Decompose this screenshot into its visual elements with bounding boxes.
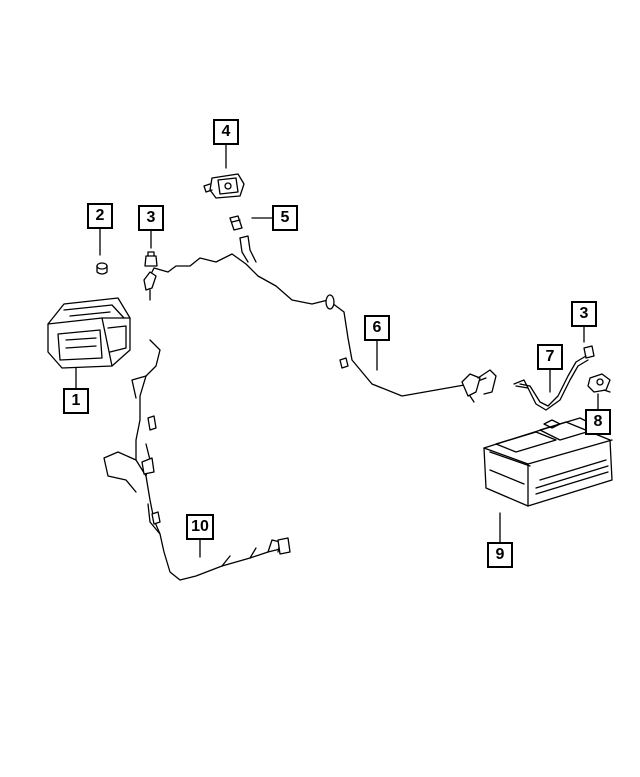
callout-5: 5	[272, 205, 298, 231]
harness-part	[104, 340, 290, 580]
callout-3: 3	[571, 301, 597, 327]
connector-part	[230, 216, 242, 230]
clip-part-right	[584, 346, 594, 358]
callout-2: 2	[87, 203, 113, 229]
sensor-part	[204, 174, 244, 198]
battery-cable-part	[514, 356, 588, 410]
callout-8: 8	[585, 409, 611, 435]
battery-part	[484, 418, 612, 506]
callout-4: 4	[213, 119, 239, 145]
clip-part-left	[145, 252, 157, 266]
grommet-part	[97, 263, 107, 274]
callout-9: 9	[487, 542, 513, 568]
callout-3: 3	[138, 205, 164, 231]
callout-6: 6	[364, 315, 390, 341]
main-cable-part	[144, 236, 496, 402]
callout-1: 1	[63, 388, 89, 414]
fuse-box-part	[48, 298, 130, 368]
callout-10: 10	[186, 514, 214, 540]
leader-lines	[76, 145, 598, 557]
terminal-part	[588, 374, 610, 392]
callout-7: 7	[537, 344, 563, 370]
